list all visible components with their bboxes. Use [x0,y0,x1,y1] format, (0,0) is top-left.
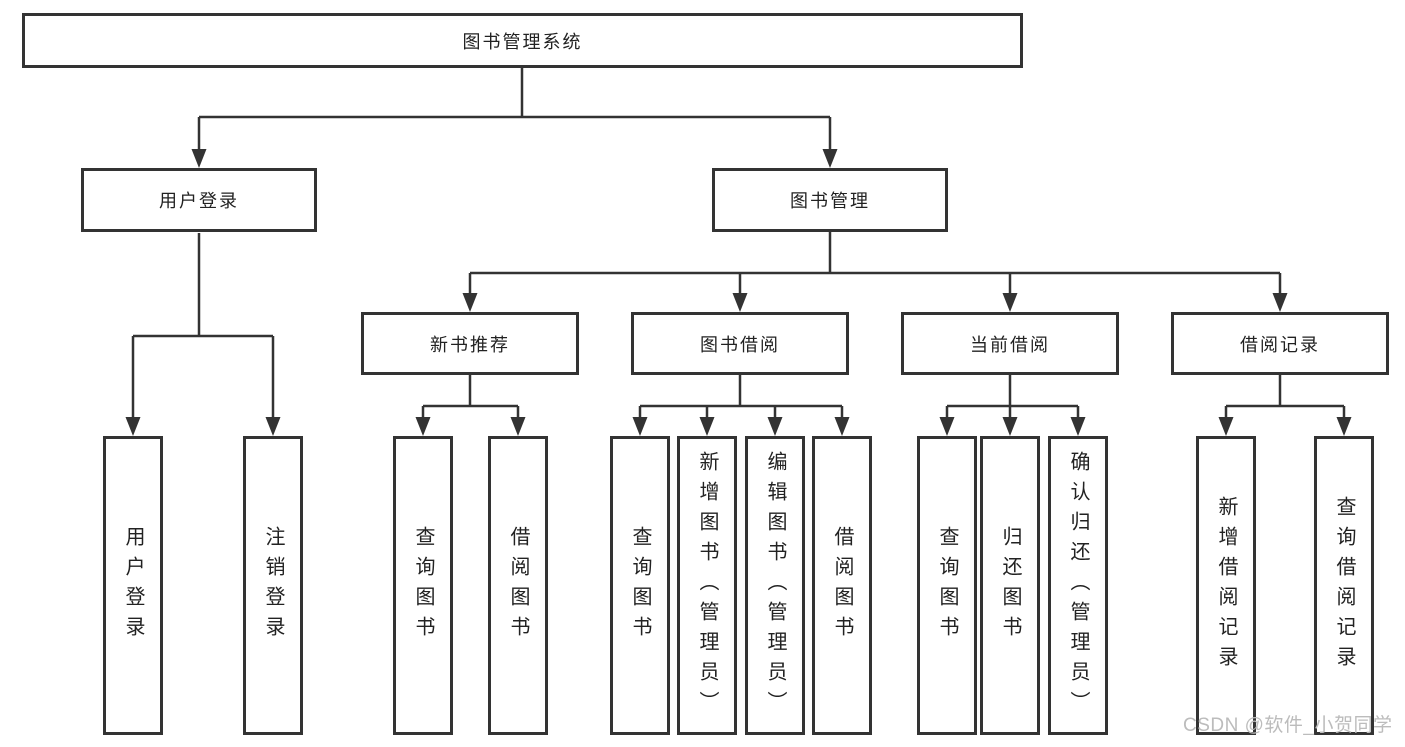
leaf-logout: 注销登录 [243,436,303,735]
leaf-confirm-return-admin: 确认归还（管理员） [1048,436,1108,735]
leaf-query-books-recommend: 查询图书 [393,436,453,735]
leaf-add-borrow-record-label: 新增借阅记录 [1215,495,1237,676]
leaf-query-books-current-label: 查询图书 [936,525,958,646]
leaf-logout-label: 注销登录 [262,525,284,646]
leaf-add-book-admin-label: 新增图书（管理员） [696,450,718,721]
leaf-return-book-label: 归还图书 [999,525,1021,646]
node-current-borrow: 当前借阅 [901,312,1119,375]
leaf-query-books-borrow-label: 查询图书 [629,525,651,646]
node-new-book-recommend: 新书推荐 [361,312,579,375]
leaf-borrow-books: 借阅图书 [812,436,872,735]
leaf-add-borrow-record: 新增借阅记录 [1196,436,1256,735]
leaf-borrow-books-recommend-label: 借阅图书 [507,525,529,646]
node-borrow-records: 借阅记录 [1171,312,1389,375]
leaf-query-books-recommend-label: 查询图书 [412,525,434,646]
leaf-edit-book-admin: 编辑图书（管理员） [745,436,805,735]
leaf-query-borrow-record: 查询借阅记录 [1314,436,1374,735]
node-root-system: 图书管理系统 [22,13,1023,68]
leaf-return-book: 归还图书 [980,436,1040,735]
node-user-login: 用户登录 [81,168,317,232]
node-book-borrow: 图书借阅 [631,312,849,375]
node-book-management: 图书管理 [712,168,948,232]
leaf-user-login: 用户登录 [103,436,163,735]
leaf-user-login-label: 用户登录 [122,525,144,646]
leaf-query-books-borrow: 查询图书 [610,436,670,735]
leaf-edit-book-admin-label: 编辑图书（管理员） [764,450,786,721]
arrow-shafts [131,117,1346,422]
leaf-query-books-current: 查询图书 [917,436,977,735]
leaf-confirm-return-admin-label: 确认归还（管理员） [1067,450,1089,721]
leaf-query-borrow-record-label: 查询借阅记录 [1333,495,1355,676]
leaf-borrow-books-recommend: 借阅图书 [488,436,548,735]
leaf-borrow-books-label: 借阅图书 [831,525,853,646]
leaf-add-book-admin: 新增图书（管理员） [677,436,737,735]
watermark: CSDN @软件_小贺同学 [1183,715,1393,736]
